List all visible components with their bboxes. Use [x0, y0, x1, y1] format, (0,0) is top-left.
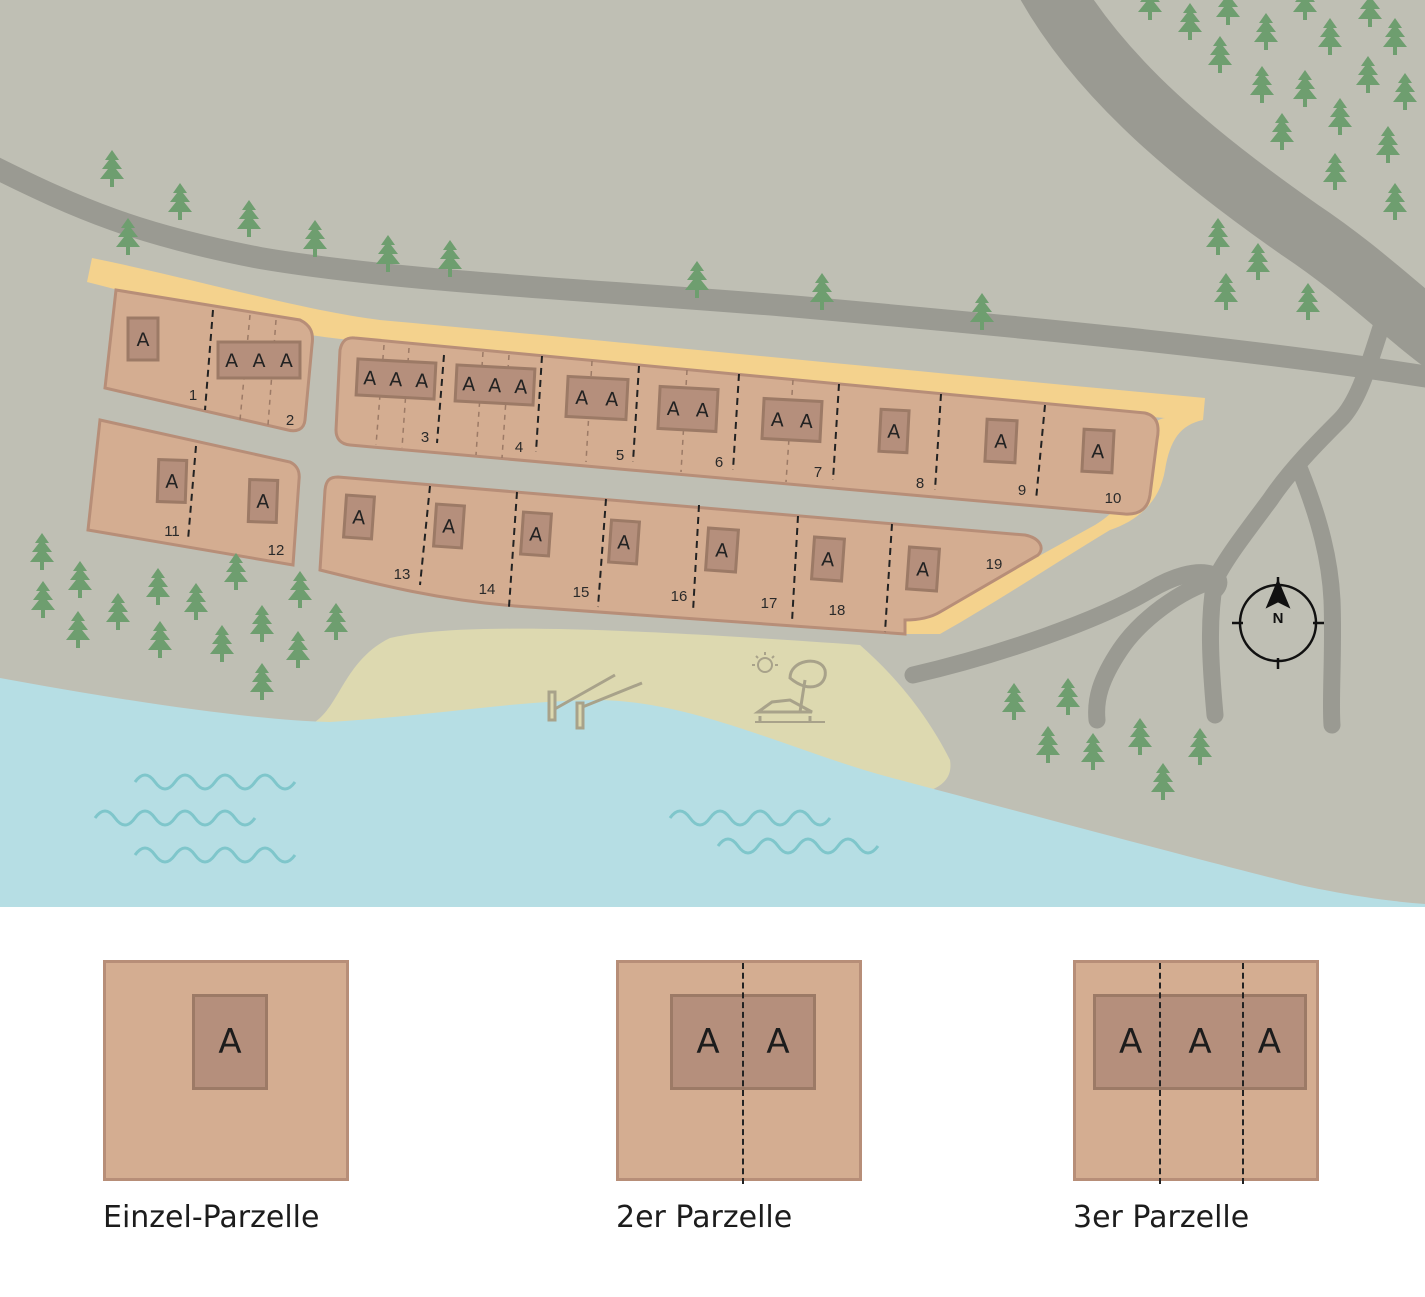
beach-chair-icon [753, 659, 827, 723]
hut-box: A [341, 493, 377, 541]
plot-block-3-10 [334, 336, 1160, 516]
plot-number-10: 10 [1105, 490, 1122, 507]
legend-triple-plot-swatch: A A A [1073, 960, 1319, 1184]
legend-label-triple: 3er Parzelle [1073, 1200, 1250, 1235]
hut-box: A [877, 407, 911, 455]
legend-double-plot-swatch: A A [616, 960, 862, 1184]
hut-letter: A [280, 350, 293, 372]
hut-letter: A [363, 367, 377, 390]
jetty-icon [547, 673, 643, 730]
hut-box: A [809, 535, 847, 583]
plot-number-15: 15 [573, 584, 590, 601]
hut-letter: A [137, 329, 150, 351]
plot-number-19: 19 [986, 556, 1003, 573]
plot-number-7: 7 [814, 464, 822, 481]
hut-box: A [983, 417, 1019, 465]
hut-letter: A [253, 350, 266, 372]
hut-box: A [126, 316, 160, 362]
legend-single-plot-swatch: A [103, 960, 349, 1181]
roads [0, 0, 1425, 734]
access-path [87, 258, 1205, 634]
plot-divider [1242, 963, 1244, 1184]
hut-letter: A [389, 369, 403, 392]
legend-hut: A A A [1093, 994, 1307, 1090]
hut-letter: A [256, 491, 270, 513]
legend-label-double: 2er Parzelle [616, 1200, 793, 1235]
legend-label-single: Einzel-Parzelle [103, 1200, 320, 1235]
plot-dividers [187, 309, 1046, 633]
hut-letter: A [766, 1022, 790, 1062]
hut-box: A [155, 457, 189, 505]
lake [0, 678, 1425, 907]
hut-letter: A [666, 398, 680, 421]
hut-box: A [904, 545, 942, 593]
hut-letter: A [514, 376, 528, 399]
compass-label: N [1273, 610, 1284, 627]
plot-number-2: 2 [286, 412, 294, 429]
plot-number-12: 12 [268, 542, 285, 559]
hut-box: A [246, 477, 280, 525]
hut-letter: A [617, 532, 632, 555]
hut-letter: A [994, 431, 1008, 454]
hut-box: A [1080, 427, 1116, 475]
hut-letter: A [696, 1022, 720, 1062]
hut-box: A [431, 502, 467, 550]
legend-hut: A [192, 994, 268, 1090]
compass-icon: N [1232, 577, 1324, 669]
plot-number-13: 13 [394, 566, 411, 583]
hut-box: A [703, 526, 741, 574]
hut-letter: A [1119, 1022, 1143, 1062]
hut-letter: A [225, 350, 238, 372]
hut-letter: A [488, 375, 502, 398]
plot-number-14: 14 [479, 581, 496, 598]
plot-divider [1159, 963, 1161, 1184]
hut-letter: A [770, 409, 784, 432]
hut-letter: A [218, 1022, 242, 1062]
hut-letter: A [916, 559, 931, 582]
plot-block-11-12 [86, 418, 301, 567]
plot-number-4: 4 [515, 439, 523, 456]
hut-letter: A [462, 373, 476, 396]
plot-number-1: 1 [189, 387, 197, 404]
hut-letter: A [605, 388, 619, 411]
hut-letter: A [1257, 1022, 1281, 1062]
hut-letter: A [1091, 441, 1105, 464]
hut-box: A [606, 518, 642, 566]
plot-divider [742, 963, 744, 1184]
hut-letter: A [799, 410, 813, 433]
hut-letter: A [1188, 1022, 1212, 1062]
hut-letter: A [442, 516, 457, 539]
hut-box: A [518, 510, 554, 558]
hut-letter: A [352, 507, 367, 530]
plot-number-16: 16 [671, 588, 688, 605]
plot-number-18: 18 [829, 602, 846, 619]
hut-letter: A [715, 540, 730, 563]
plot-number-17: 17 [761, 595, 778, 612]
plot-block-13-19 [318, 475, 1043, 636]
hut-letter: A [695, 399, 709, 422]
sun-icon [752, 652, 778, 673]
hut-letter: A [529, 524, 544, 547]
plot-number-11: 11 [164, 523, 180, 540]
hut-letter: A [165, 471, 179, 493]
hut-letter: A [575, 387, 589, 410]
plot-number-5: 5 [616, 447, 624, 464]
plot-number-3: 3 [421, 429, 429, 446]
hut-letter: A [415, 370, 429, 393]
plot-number-6: 6 [715, 454, 723, 471]
plot-number-8: 8 [916, 475, 924, 492]
plot-number-9: 9 [1018, 482, 1026, 499]
hut-letter: A [887, 421, 901, 444]
hut-letter: A [821, 549, 836, 572]
